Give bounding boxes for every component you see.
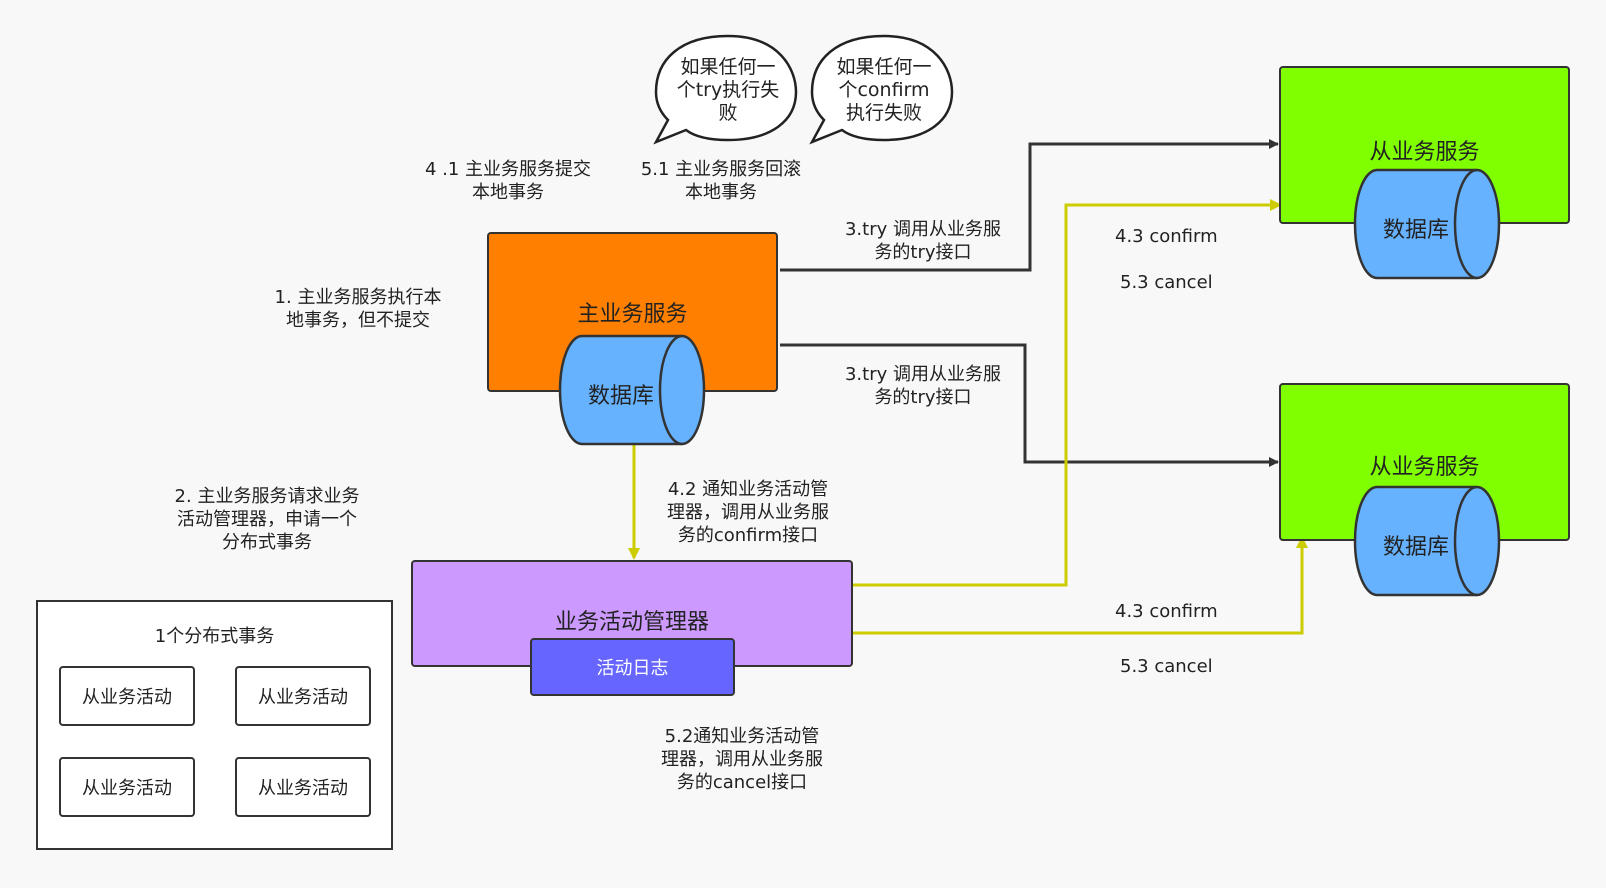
slave-db-label-2: 数据库 <box>1382 535 1449 560</box>
distributed-transaction-legend: 1个分布式事务 从业务活动 从业务活动 从业务活动 从业务活动 <box>36 600 393 850</box>
try-arrow-top <box>780 139 1279 272</box>
note-1: 1. 主业务服务执行本地事务，但不提交 <box>274 287 442 331</box>
bubble-confirm-shape <box>809 34 954 145</box>
slave-service-box-2[interactable]: 从业务服务 <box>1279 383 1570 541</box>
slave-db-label-1: 数据库 <box>1382 218 1449 243</box>
slave-db-icon-2 <box>1353 485 1501 597</box>
main-db-label: 数据库 <box>587 384 654 409</box>
cancel-label-bottom: 5.3 cancel <box>1120 656 1213 677</box>
legend-activity-3[interactable]: 从业务活动 <box>59 757 195 817</box>
slave-service-title-1: 从业务服务 <box>1369 140 1480 165</box>
slave-service-title-2: 从业务服务 <box>1369 455 1480 480</box>
bubble-try-text: 如果任何一 个try执行失 败 <box>676 56 780 124</box>
activity-log-box[interactable]: 活动日志 <box>530 638 735 696</box>
main-db-icon <box>558 334 706 446</box>
activity-log-label: 活动日志 <box>596 658 669 679</box>
legend-activity-1[interactable]: 从业务活动 <box>59 666 195 726</box>
note-4-2: 4.2 通知业务活动管理器，调用从业务服务的confirm接口 <box>667 479 829 546</box>
note-3-try-bottom: 3.try 调用从业务服务的try接口 <box>844 364 1001 408</box>
legend-activity-2[interactable]: 从业务活动 <box>235 666 371 726</box>
try-arrow-bottom <box>780 343 1279 467</box>
note-5-1: 5.1 主业务服务回滚本地事务 <box>640 159 802 203</box>
confirm-label-bottom: 4.3 confirm <box>1115 601 1218 622</box>
bubble-try-shape <box>653 34 798 145</box>
slave-db-icon-1 <box>1353 168 1501 280</box>
note-5-2: 5.2通知业务活动管理器，调用从业务服务的cancel接口 <box>661 726 823 793</box>
legend-activity-4[interactable]: 从业务活动 <box>235 757 371 817</box>
note-2: 2. 主业务服务请求业务活动管理器，申请一个分布式事务 <box>174 486 360 553</box>
confirm-arrow-bottom <box>852 536 1308 635</box>
bubble-confirm-text: 如果任何一 个confirm 执行失败 <box>836 56 932 124</box>
note-3-try-top: 3.try 调用从业务服务的try接口 <box>844 219 1001 263</box>
main-service-title: 主业务服务 <box>577 302 688 327</box>
confirm-label-top: 4.3 confirm <box>1115 226 1218 247</box>
note-4-1: 4 .1 主业务服务提交本地事务 <box>424 159 592 203</box>
activity-manager-title: 业务活动管理器 <box>554 610 709 635</box>
cancel-label-top: 5.3 cancel <box>1120 272 1213 293</box>
legend-title: 1个分布式事务 <box>154 626 275 647</box>
confirm-arrow-top <box>852 199 1282 587</box>
